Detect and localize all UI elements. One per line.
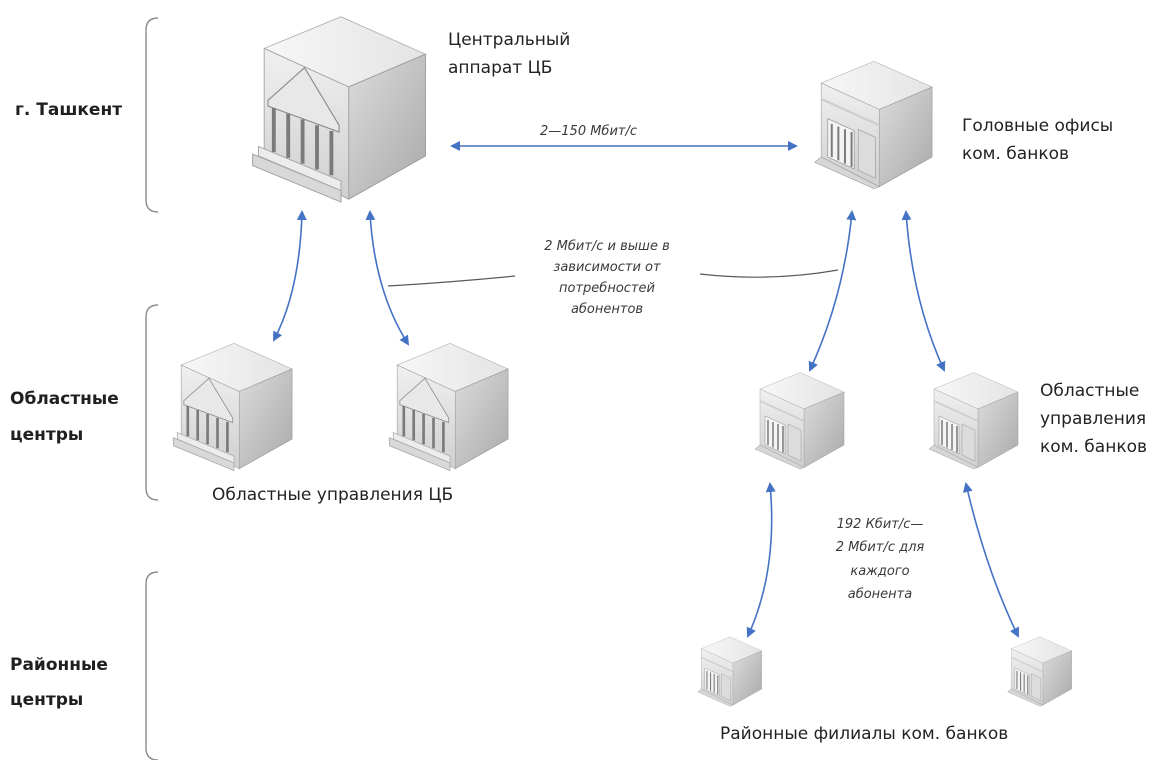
regional-com-building-icon-2	[928, 371, 1019, 470]
link-head-regcom-2	[901, 210, 946, 372]
regional-cb-building-icon-1	[171, 341, 294, 472]
speed-mid-4: абонентов	[571, 302, 643, 317]
district-branch-building-icon-2	[1007, 636, 1073, 707]
speed-mid-3: потребностей	[559, 281, 655, 296]
speed-low-2: 2 Мбит/с для	[836, 540, 925, 555]
commercial-head-office-icon	[813, 60, 934, 190]
tier-label-district-2: центры	[10, 690, 83, 710]
tier-label-regional-2: центры	[10, 425, 83, 445]
link-head-regcom-1	[808, 210, 857, 372]
label-reg-com-2: управления	[1040, 409, 1146, 429]
central-bank-building-icon	[250, 14, 428, 204]
annotation-line-left	[387, 275, 516, 287]
speed-low-4: абонента	[848, 587, 913, 602]
speed-mid-2: зависимости от	[553, 260, 661, 275]
label-regional-cb: Областные управления ЦБ	[212, 485, 453, 505]
district-branch-building-icon-1	[697, 636, 763, 707]
speed-mid-1: 2 Мбит/с и выше в	[544, 239, 670, 254]
tier-label-regional: Областные	[10, 389, 119, 409]
label-central-2: аппарат ЦБ	[448, 58, 552, 78]
link-central-regcb-2	[365, 210, 410, 346]
link-regcom-district-2	[962, 482, 1020, 638]
link-central-regcb-1	[273, 210, 307, 342]
speed-top: 2—150 Мбит/с	[540, 124, 637, 139]
label-district-branches: Районные филиалы ком. банков	[720, 724, 1008, 744]
regional-com-building-icon-1	[754, 371, 845, 470]
label-central-1: Центральный	[448, 30, 570, 50]
speed-low-1: 192 Кбит/с—	[837, 517, 924, 532]
label-head-1: Головные офисы	[962, 116, 1113, 136]
label-reg-com-3: ком. банков	[1040, 437, 1147, 457]
brace-tashkent	[145, 17, 159, 213]
tier-label-tashkent: г. Ташкент	[15, 100, 122, 120]
brace-district	[145, 571, 159, 760]
speed-low-3: каждого	[850, 564, 909, 579]
brace-regional	[145, 304, 159, 501]
label-reg-com-1: Областные	[1040, 381, 1139, 401]
regional-cb-building-icon-2	[387, 341, 510, 472]
annotation-line-right	[699, 269, 839, 278]
link-regcom-district-1	[746, 482, 776, 638]
label-head-2: ком. банков	[962, 144, 1069, 164]
tier-label-district: Районные	[10, 655, 108, 675]
